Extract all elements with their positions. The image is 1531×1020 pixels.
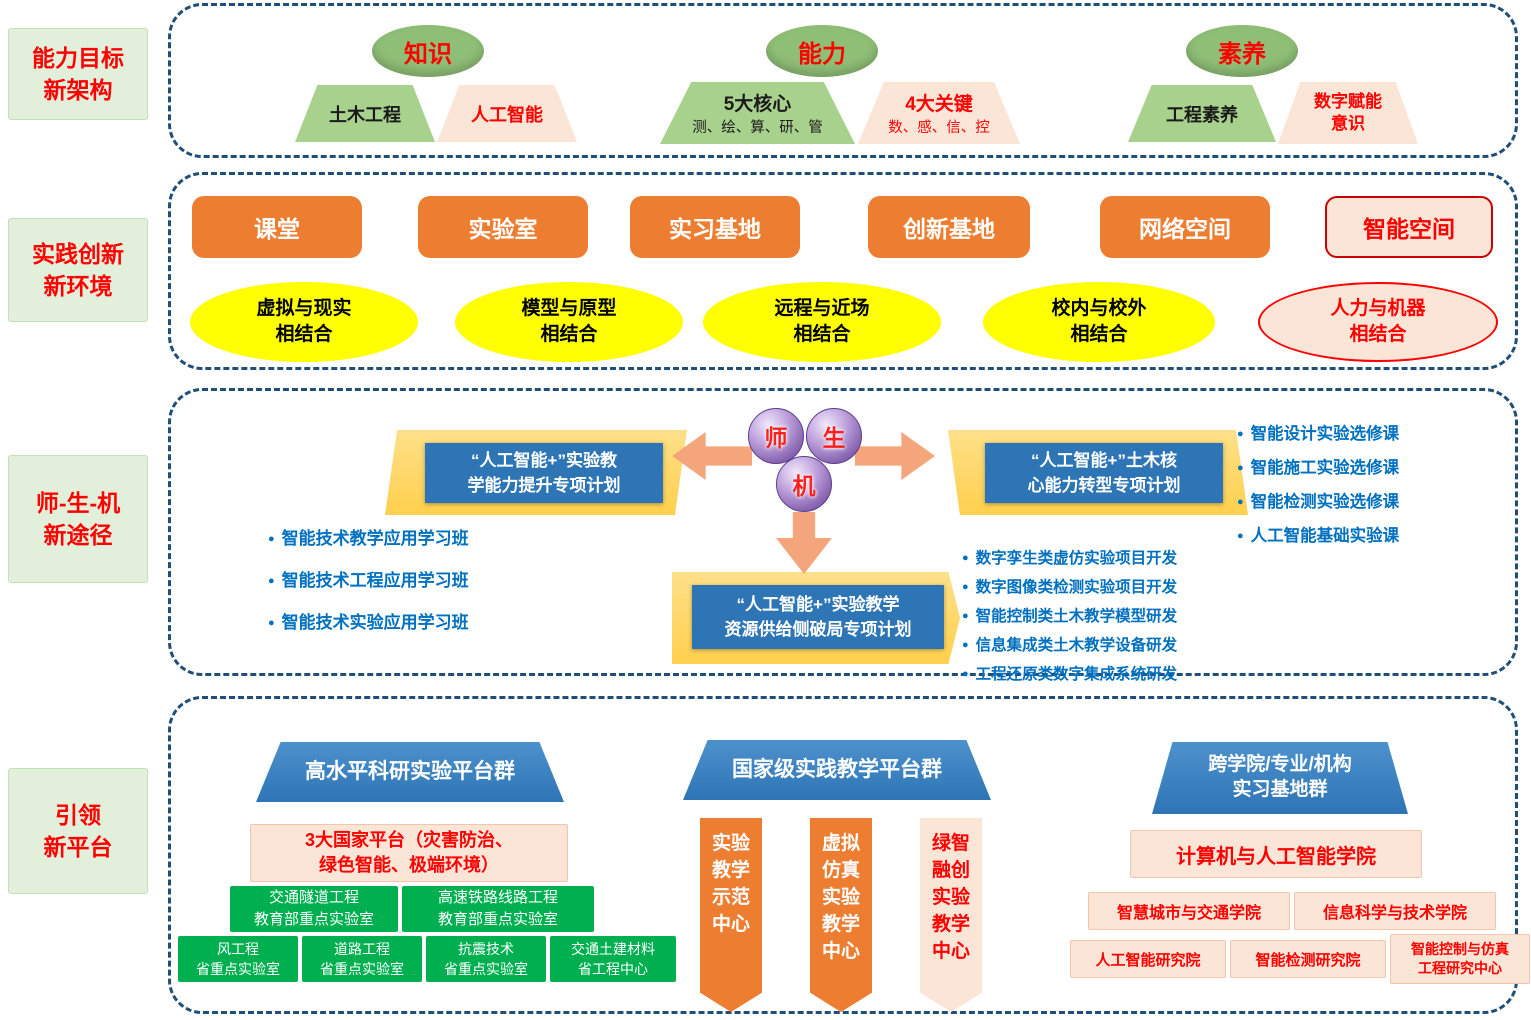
goal-ability-pink-title: 4大关键	[905, 94, 973, 115]
sphere-teacher: 师	[748, 408, 804, 464]
platform-header-bases: 跨学院/专业/机构 实习基地群	[1152, 742, 1408, 814]
lab-materials: 交通土建材料 省工程中心	[550, 936, 676, 982]
bullet-item: 人工智能基础实验课	[1237, 522, 1507, 546]
env-room-innovation-base: 创新基地	[868, 196, 1030, 258]
section-label-platform: 引领 新平台	[8, 768, 148, 894]
goal-literacy-pink: 数字赋能 意识	[1278, 82, 1418, 144]
env-room-internship-base: 实习基地	[630, 196, 800, 258]
env-room-cyberspace: 网络空间	[1100, 196, 1270, 258]
env-room-classroom: 课堂	[192, 196, 362, 258]
goal-ability-green-title: 5大核心	[723, 94, 792, 115]
env-room-lab: 实验室	[418, 196, 588, 258]
env-room-intelligent-space: 智能空间	[1325, 196, 1493, 258]
lab-seismic: 抗震技术 省重点实验室	[426, 936, 546, 982]
goal-ability-green: 5大核心 测、绘、算、研、管	[660, 82, 855, 144]
env-combo-model-prototype: 模型与原型 相结合	[455, 282, 683, 362]
goal-ability-green-sub: 测、绘、算、研、管	[692, 120, 823, 136]
bullet-item: 智能设计实验选修课	[1237, 420, 1507, 444]
bullet-item: 数字图像类检测实验项目开发	[962, 575, 1262, 597]
college-smart-city: 智慧城市与交通学院	[1088, 892, 1290, 930]
goal-knowledge-pink: 人工智能	[437, 85, 577, 142]
bullet-item: 智能控制类土木教学模型研发	[962, 604, 1262, 626]
goal-literacy-green: 工程素养	[1128, 85, 1276, 142]
lab-tunnel: 交通隧道工程 教育部重点实验室	[230, 886, 398, 932]
bullet-list-right-top: 智能设计实验选修课 智能施工实验选修课 智能检测实验选修课 人工智能基础实验课	[1237, 420, 1507, 546]
national-platforms-box: 3大国家平台（灾害防治、 绿色智能、极端环境）	[250, 824, 568, 882]
section-label-goals: 能力目标 新架构	[8, 28, 148, 120]
bullet-item: 数字孪生类虚仿实验项目开发	[962, 546, 1262, 568]
frame-environment	[168, 172, 1518, 370]
institute-detection: 智能检测研究院	[1230, 940, 1386, 978]
env-combo-on-off-campus: 校内与校外 相结合	[983, 282, 1215, 362]
bullet-item: 智能施工实验选修课	[1237, 454, 1507, 478]
bullet-item: 智能技术教学应用学习班	[268, 524, 568, 549]
goal-knowledge-green: 土木工程	[295, 85, 435, 142]
bullet-item: 智能技术实验应用学习班	[268, 608, 568, 633]
goal-ability-pink: 4大关键 数、感、信、控	[858, 82, 1020, 144]
goal-ability-title: 能力	[766, 25, 878, 77]
bullet-list-left: 智能技术教学应用学习班 智能技术工程应用学习班 智能技术实验应用学习班	[268, 524, 568, 633]
platform-header-research: 高水平科研实验平台群	[256, 742, 564, 802]
bullet-list-right-bottom: 数字孪生类虚仿实验项目开发 数字图像类检测实验项目开发 智能控制类土木教学模型研…	[962, 546, 1262, 684]
frame-platform	[168, 696, 1518, 1014]
goal-ability-pink-sub: 数、感、信、控	[888, 120, 990, 136]
lab-road: 道路工程 省重点实验室	[302, 936, 422, 982]
institute-ai: 人工智能研究院	[1070, 940, 1226, 978]
plan-teaching-ability: “人工智能+”实验教 学能力提升专项计划	[425, 443, 663, 503]
lab-wind: 风工程 省重点实验室	[178, 936, 298, 982]
env-combo-remote-near: 远程与近场 相结合	[703, 282, 941, 362]
plan-resource-supply: “人工智能+”实验教学 资源供给侧破局专项计划	[692, 585, 944, 649]
plan-core-ability-transform: “人工智能+”土木核 心能力转型专项计划	[985, 443, 1223, 503]
college-cs-ai: 计算机与人工智能学院	[1130, 830, 1422, 878]
lab-highspeed-rail: 高速铁路线路工程 教育部重点实验室	[402, 886, 594, 932]
institute-control-simulation: 智能控制与仿真 工程研究中心	[1390, 934, 1530, 984]
env-combo-virtual-real: 虚拟与现实 相结合	[190, 282, 418, 362]
bullet-item: 智能技术工程应用学习班	[268, 566, 568, 591]
frame-pathway	[168, 388, 1518, 676]
platform-header-teaching: 国家级实践教学平台群	[683, 740, 991, 800]
frame-goals	[168, 3, 1518, 158]
goal-knowledge-title: 知识	[372, 25, 484, 77]
bullet-item: 信息集成类土木教学设备研发	[962, 633, 1262, 655]
sphere-student: 生	[806, 408, 862, 464]
college-info-science: 信息科学与技术学院	[1294, 892, 1496, 930]
bullet-item: 工程还原类数字集成系统研发	[962, 662, 1262, 684]
env-combo-human-machine: 人力与机器 相结合	[1258, 282, 1498, 362]
section-label-pathway: 师-生-机 新途径	[8, 455, 148, 583]
goal-literacy-title: 素养	[1186, 25, 1298, 77]
section-label-environment: 实践创新 新环境	[8, 218, 148, 322]
center-green-smart: 绿智 融创 实验 教学 中心	[920, 818, 982, 1012]
center-virtual-simulation: 虚拟 仿真 实验 教学 中心	[810, 818, 872, 1012]
sphere-machine: 机	[776, 456, 832, 512]
bullet-item: 智能检测实验选修课	[1237, 488, 1507, 512]
center-demonstration: 实验 教学 示范 中心	[700, 818, 762, 1012]
